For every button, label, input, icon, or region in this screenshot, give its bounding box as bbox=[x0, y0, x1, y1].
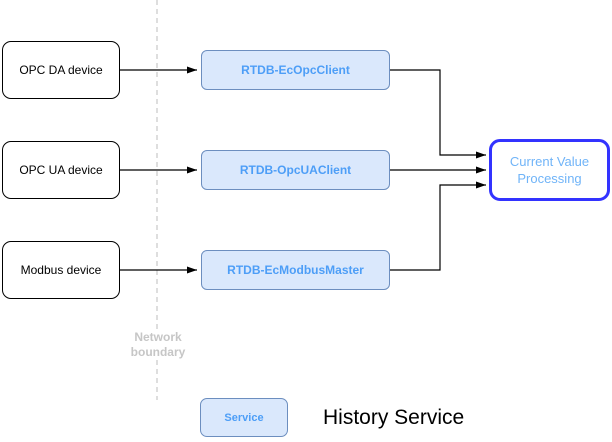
network-boundary-label: Network boundary bbox=[121, 330, 195, 360]
device-node-modbus: Modbus device bbox=[2, 241, 120, 299]
device-node-opc-da: OPC DA device bbox=[2, 41, 120, 99]
connector-ecmodbusmaster-to-processing bbox=[390, 181, 486, 271]
processing-node-label-line1: Current Value bbox=[509, 154, 590, 169]
legend-service-box-label: Service bbox=[224, 411, 264, 424]
connector-ecopcclient-to-processing bbox=[390, 69, 486, 159]
current-value-processing-node: Current Value Processing bbox=[489, 139, 610, 201]
legend-service-box: Service bbox=[200, 398, 288, 437]
network-boundary-label-line1: Network bbox=[134, 330, 182, 344]
device-node-label: OPC DA device bbox=[19, 63, 103, 77]
service-node-label: RTDB-EcOpcClient bbox=[241, 63, 350, 77]
service-node-rtdb-ecmodbusmaster: RTDB-EcModbusMaster bbox=[201, 250, 390, 290]
service-node-label: RTDB-OpcUAClient bbox=[239, 163, 352, 177]
service-node-label: RTDB-EcModbusMaster bbox=[227, 263, 364, 277]
processing-node-label-line2: Processing bbox=[517, 171, 582, 186]
device-node-opc-ua: OPC UA device bbox=[2, 141, 120, 199]
service-node-rtdb-opcuaclient: RTDB-OpcUAClient bbox=[201, 150, 390, 190]
device-node-label: OPC UA device bbox=[19, 163, 103, 177]
device-node-label: Modbus device bbox=[20, 263, 102, 277]
network-boundary-label-line2: boundary bbox=[130, 345, 186, 359]
service-node-rtdb-ecopcclient: RTDB-EcOpcClient bbox=[201, 50, 390, 90]
legend-caption: History Service bbox=[323, 406, 465, 429]
